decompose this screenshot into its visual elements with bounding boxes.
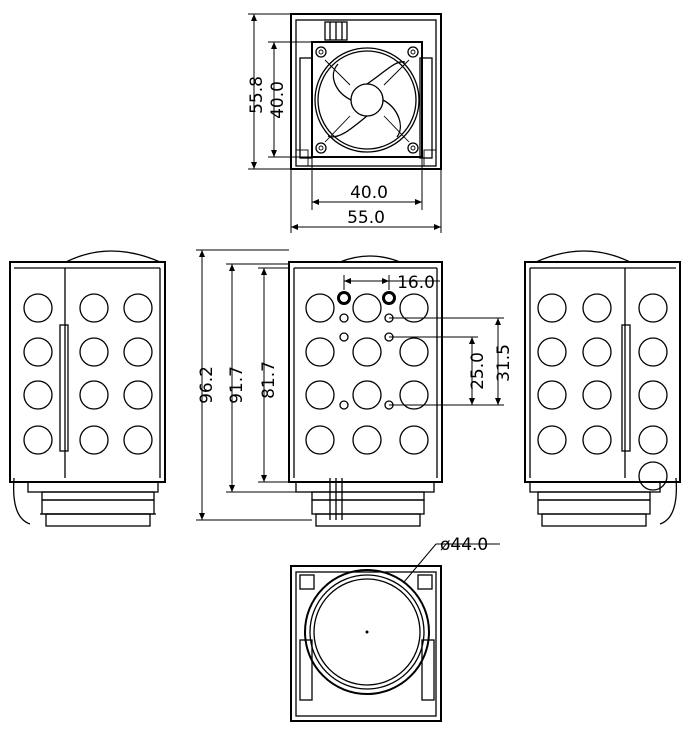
bottom-view (290, 543, 500, 722)
dim-lens-diameter: ø44.0 (440, 535, 488, 555)
dim-front-height-overall: 96.2 (197, 366, 217, 404)
dim-front-height-body: 81.7 (259, 361, 279, 399)
top-view (248, 13, 442, 233)
dim-hole-spacing-y-inner: 25.0 (468, 352, 488, 390)
dim-top-width-total: 55.0 (347, 208, 385, 228)
dim-hole-spacing-y-outer: 31.5 (494, 344, 514, 382)
fan-icon (314, 46, 420, 154)
dim-front-height-mid: 91.7 (227, 366, 247, 404)
front-view (196, 249, 504, 527)
right-holes (537, 293, 668, 491)
dim-hole-spacing-x: 16.0 (397, 273, 435, 293)
dim-top-height-fan: 40.0 (268, 81, 288, 119)
dim-top-height-total: 55.8 (247, 76, 267, 114)
lens-icon (304, 569, 430, 695)
left-side-view (9, 250, 166, 527)
mount-holes (337, 291, 396, 410)
right-side-view (524, 250, 681, 527)
dim-top-width-fan: 40.0 (350, 183, 388, 203)
left-holes (23, 293, 153, 455)
front-holes (305, 293, 429, 455)
